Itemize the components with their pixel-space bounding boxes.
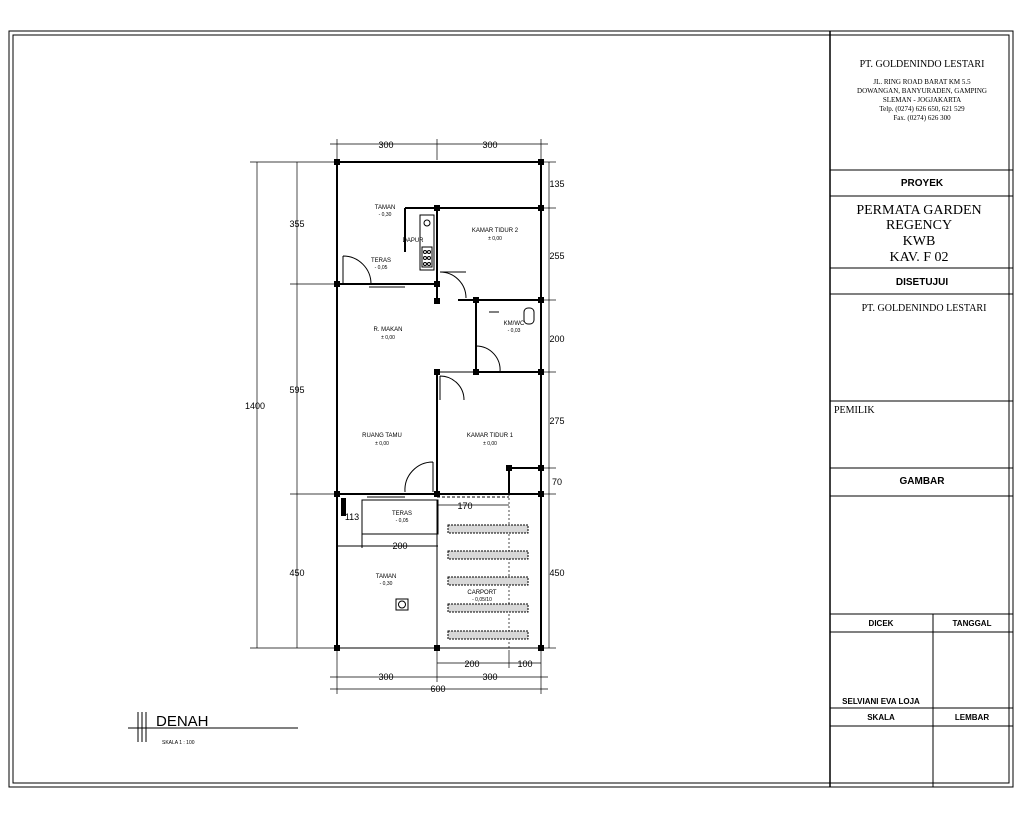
room-taman-bottom-level: - 0,30	[380, 581, 393, 587]
dim-bottom-200: 200	[464, 659, 479, 669]
dim-top-right: 300	[482, 140, 497, 150]
dim-inner-113: 113	[345, 512, 359, 522]
room-teras-top-level: - 0,05	[375, 265, 388, 271]
room-teras-bottom-level: - 0,05	[396, 518, 409, 524]
columns	[334, 159, 544, 651]
dim-right-70: 70	[552, 477, 562, 487]
dim-inner-200: 200	[392, 541, 407, 551]
gambar-label: GAMBAR	[900, 476, 946, 487]
plan-labels: DENAH SKALA 1 : 100 TAMAN - 0,30 DAPUR T…	[156, 140, 565, 746]
dimension-lines	[250, 139, 556, 694]
room-r-makan-level: ± 0,00	[381, 335, 395, 341]
project-line-2: REGENCY	[886, 218, 952, 233]
dim-left-355: 355	[289, 219, 304, 229]
drain-icon	[395, 598, 409, 611]
room-kamar-tidur-2-level: ± 0,00	[488, 236, 502, 242]
project-line-3: KWB	[903, 234, 936, 249]
dim-total-width: 600	[430, 684, 445, 694]
company-name: PT. GOLDENINDO LESTARI	[860, 59, 985, 70]
dim-right-450: 450	[549, 568, 564, 578]
room-dapur: DAPUR	[402, 238, 424, 244]
approver-name: PT. GOLDENINDO LESTARI	[862, 303, 987, 314]
proyek-label: PROYEK	[901, 178, 944, 189]
kitchen-counter	[419, 214, 435, 271]
dim-left-450: 450	[289, 568, 304, 578]
dim-inner-170: 170	[457, 501, 472, 511]
dim-right-275: 275	[549, 416, 564, 426]
company-address-1: JL. RING ROAD BARAT KM 5.5	[873, 78, 971, 86]
dim-top-left: 300	[378, 140, 393, 150]
floor-plan	[128, 139, 556, 742]
room-taman-bottom: TAMAN	[376, 574, 397, 580]
door-swing-kamar-2	[439, 271, 467, 299]
room-ruang-tamu-level: ± 0,00	[375, 441, 389, 447]
dim-right-135: 135	[549, 179, 564, 189]
room-carport: CARPORT	[467, 590, 497, 596]
dim-bottom-left: 300	[378, 672, 393, 682]
company-address-2: DOWANGAN, BANYURADEN, GAMPING	[857, 87, 987, 95]
dim-left-595: 595	[289, 385, 304, 395]
door-swing-front	[404, 461, 434, 493]
door-swing-kmwc	[475, 345, 501, 373]
project-line-4: KAV. F 02	[889, 250, 948, 265]
room-taman-top-level: - 0,30	[379, 212, 392, 218]
denah-title: DENAH	[156, 713, 209, 730]
inner-border	[12, 34, 1010, 784]
room-kamar-tidur-2: KAMAR TIDUR 2	[472, 228, 519, 234]
door-swing-teras	[342, 255, 372, 285]
front-garden	[336, 545, 438, 649]
tanggal-label: TANGGAL	[953, 619, 992, 628]
dim-right-200: 200	[549, 334, 564, 344]
company-address-3: SLEMAN - JOGJAKARTA	[883, 96, 961, 104]
lembar-label: LEMBAR	[955, 713, 989, 722]
dim-right-255: 255	[549, 251, 564, 261]
room-carport-level: - 0,05/10	[472, 597, 492, 603]
room-taman-top: TAMAN	[375, 205, 396, 211]
skala-label: SKALA	[867, 713, 895, 722]
room-teras-bottom: TERAS	[392, 511, 412, 517]
room-ruang-tamu: RUANG TAMU	[362, 433, 402, 439]
room-kamar-tidur-1-level: ± 0,00	[483, 441, 497, 447]
carport-strip-5	[447, 630, 529, 640]
carport-strip-3	[447, 576, 529, 586]
dicek-label: DICEK	[869, 619, 894, 628]
company-phone: Telp. (0274) 626 650, 621 529	[879, 105, 965, 113]
dim-bottom-100: 100	[517, 659, 532, 669]
scale-text: SKALA 1 : 100	[162, 740, 195, 746]
room-kamar-tidur-1: KAMAR TIDUR 1	[467, 433, 514, 439]
kitchen-stove	[421, 246, 433, 268]
carport-strip-1	[447, 524, 529, 534]
toilet-icon	[523, 307, 535, 325]
front-teras	[361, 499, 439, 535]
project-line-1: PERMATA GARDEN	[856, 203, 981, 218]
carport-strip-2	[447, 550, 529, 560]
title-block: PT. GOLDENINDO LESTARI JL. RING ROAD BAR…	[829, 31, 1013, 787]
room-r-makan: R. MAKAN	[373, 327, 402, 333]
carport-strip-4	[447, 603, 529, 613]
door-swing-kamar-1	[439, 375, 465, 401]
dim-left-total: 1400	[245, 401, 265, 411]
checker-name: SELVIANI EVA LOJA	[842, 697, 920, 706]
room-teras-top: TERAS	[371, 258, 391, 264]
outer-border	[8, 30, 1014, 788]
company-fax: Fax. (0274) 626 300	[893, 114, 951, 122]
disetujui-label: DISETUJUI	[896, 277, 948, 288]
room-kmwc-level: - 0,03	[508, 328, 521, 334]
room-kmwc: KM/WC	[504, 321, 525, 327]
dim-bottom-right: 300	[482, 672, 497, 682]
pemilik-label: PEMILIK	[834, 405, 875, 416]
